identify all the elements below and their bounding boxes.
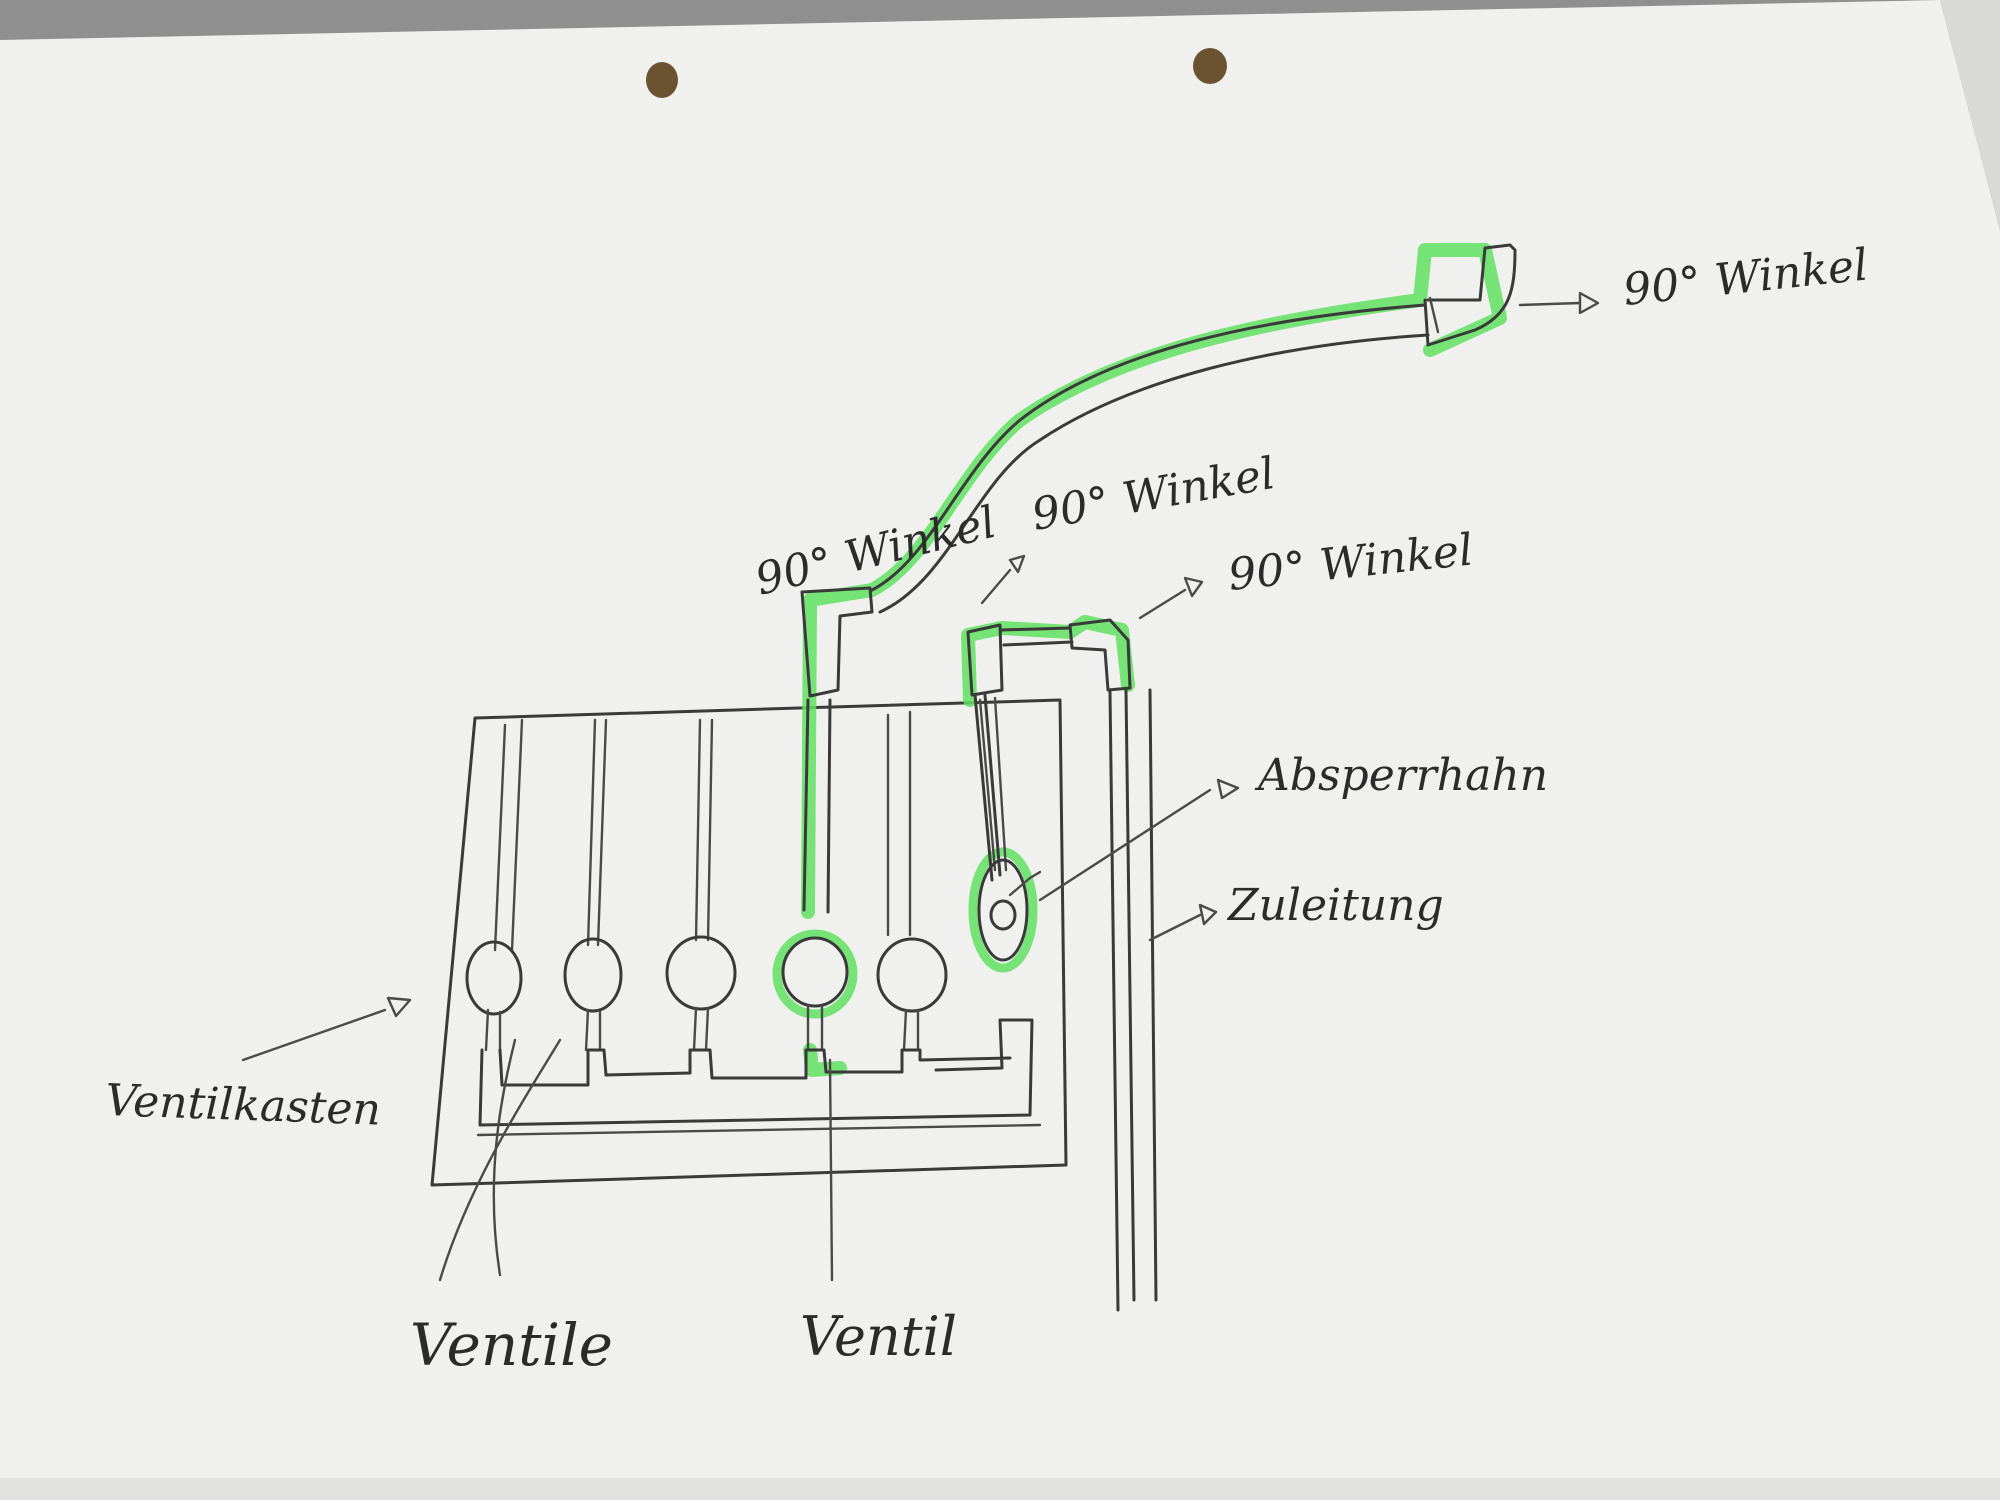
box-pipes xyxy=(493,710,912,952)
punch-hole-left xyxy=(646,62,678,98)
valve-2 xyxy=(563,937,623,1013)
annotation-arrows xyxy=(241,291,1600,1282)
manifold xyxy=(476,1018,1042,1137)
label-ventil: Ventil xyxy=(800,1305,957,1368)
valves xyxy=(465,935,948,1052)
valve-box xyxy=(430,698,1068,1187)
left-riser-pipe xyxy=(800,586,874,914)
paper-shadow xyxy=(1940,0,2000,230)
valve-4 xyxy=(781,936,849,1008)
valve-5 xyxy=(876,937,948,1013)
label-zuleitung: Zuleitung xyxy=(1226,880,1444,931)
valve-3 xyxy=(665,935,737,1011)
right-riser-pipe xyxy=(966,618,1158,1312)
long-pipe xyxy=(870,243,1517,614)
valve-1 xyxy=(465,940,523,1016)
label-ventile: Ventile xyxy=(410,1311,613,1379)
shutoff-valve xyxy=(977,858,1042,962)
label-absperrhahn: Absperrhahn xyxy=(1254,750,1548,801)
punch-hole-right xyxy=(1193,48,1227,84)
grid-paper-strip xyxy=(0,1478,2000,1500)
label-ventilkasten: Ventilkasten xyxy=(105,1075,382,1136)
